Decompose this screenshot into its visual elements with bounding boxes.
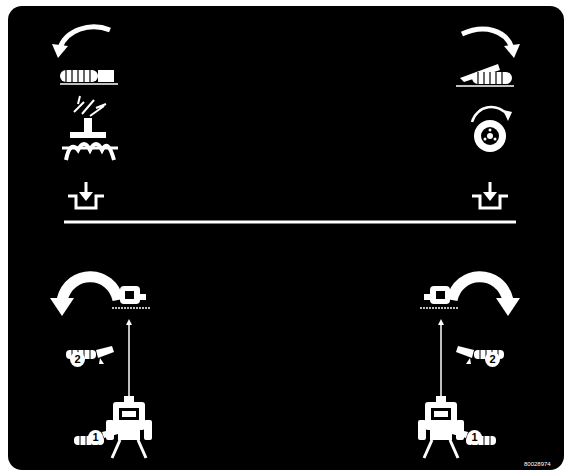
lever-icon bbox=[456, 29, 520, 86]
divider bbox=[64, 221, 516, 224]
callout-number: 1 bbox=[88, 430, 103, 445]
decal-ground bbox=[8, 6, 564, 470]
lever-icon bbox=[52, 27, 118, 84]
callout-number: 2 bbox=[485, 352, 500, 367]
wheel-icon bbox=[472, 107, 512, 152]
callout-number: 1 bbox=[467, 430, 482, 445]
part-number: 80028974 bbox=[524, 461, 551, 468]
callout-number: 2 bbox=[70, 352, 85, 367]
auger-spray-icon bbox=[62, 96, 118, 160]
